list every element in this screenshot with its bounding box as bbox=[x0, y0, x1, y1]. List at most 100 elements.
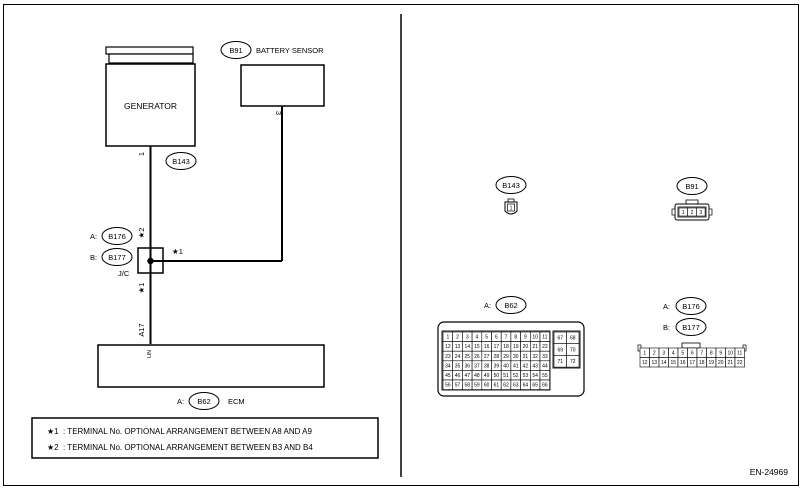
connector-b143-label: B143 bbox=[172, 157, 190, 166]
b176-pin-16: 16 bbox=[680, 360, 686, 366]
b62-pin-57: 57 bbox=[455, 383, 461, 389]
connector-b176-callout: A: B176 bbox=[90, 227, 133, 245]
b62-pin-33: 33 bbox=[542, 354, 548, 360]
b176-pin-3: 3 bbox=[662, 351, 665, 357]
b176-pin-18: 18 bbox=[699, 360, 705, 366]
b62-pin-13: 13 bbox=[455, 344, 461, 350]
b62-pin-29: 29 bbox=[503, 354, 509, 360]
connector-b177-callout: B: B177 bbox=[90, 248, 133, 266]
b62-pin-18: 18 bbox=[503, 344, 509, 350]
b62-pin-72: 72 bbox=[570, 359, 576, 365]
jc-side-note-mark: ★1 bbox=[172, 247, 183, 256]
b176-pin-21: 21 bbox=[727, 360, 733, 366]
b62-pin-9: 9 bbox=[524, 335, 527, 341]
b176-pin-22: 22 bbox=[737, 360, 743, 366]
b62-pin-50: 50 bbox=[494, 373, 500, 379]
b176-pin-22-cell bbox=[734, 357, 745, 368]
connector-b143-callout: B143 bbox=[165, 152, 197, 170]
b62-pin-24: 24 bbox=[455, 354, 461, 360]
b62-pin-16: 16 bbox=[484, 344, 490, 350]
b62-pin-62: 62 bbox=[503, 383, 509, 389]
sensor-pin-label: 3 bbox=[274, 111, 283, 115]
ecm-pin-label: A17 bbox=[137, 323, 146, 336]
b62-pin-12: 12 bbox=[445, 344, 451, 350]
b62-pin-53: 53 bbox=[523, 373, 529, 379]
b62-pin-60: 60 bbox=[484, 383, 490, 389]
b62-pin-61: 61 bbox=[494, 383, 500, 389]
wires bbox=[149, 106, 283, 344]
ecm-label: ECM bbox=[228, 397, 245, 406]
b62-pin-41: 41 bbox=[513, 363, 519, 369]
b62-pin-68: 68 bbox=[570, 336, 576, 342]
connector-b143-view: B143 1 bbox=[495, 176, 527, 215]
jc-upper-note-mark: ★2 bbox=[137, 228, 146, 239]
b62-main-frame bbox=[441, 330, 551, 391]
b62-pin-23: 23 bbox=[445, 354, 451, 360]
b62-pin-35: 35 bbox=[455, 363, 461, 369]
b62-pin-59: 59 bbox=[474, 383, 480, 389]
connector-b177-label: B177 bbox=[108, 253, 126, 262]
b176-pin-17: 17 bbox=[689, 360, 695, 366]
connector-b176-label: B176 bbox=[108, 232, 126, 241]
note-1-text: : TERMINAL No. OPTIONAL ARRANGEMENT BETW… bbox=[63, 427, 313, 436]
b62-pin-7: 7 bbox=[505, 335, 508, 341]
b176-pin-8: 8 bbox=[710, 351, 713, 357]
b176-pin-10: 10 bbox=[727, 351, 733, 357]
b62-pin-15: 15 bbox=[474, 344, 480, 350]
b62-pin-21: 21 bbox=[532, 344, 538, 350]
b62-pin-48: 48 bbox=[474, 373, 480, 379]
b62-pin-19: 19 bbox=[513, 344, 519, 350]
b62-pin-36: 36 bbox=[464, 363, 470, 369]
b91-view-label: B91 bbox=[685, 182, 698, 191]
generator-pin-label: 1 bbox=[137, 152, 146, 156]
b62-pin-63: 63 bbox=[513, 383, 519, 389]
b62-pin-2: 2 bbox=[456, 335, 459, 341]
b176-pin-19: 19 bbox=[708, 360, 714, 366]
b62-pin-55: 55 bbox=[542, 373, 548, 379]
notes-box: ★1 : TERMINAL No. OPTIONAL ARRANGEMENT B… bbox=[31, 417, 379, 459]
b62-pin-25: 25 bbox=[464, 354, 470, 360]
b62-pin-72-cell bbox=[566, 355, 580, 368]
b62-pin-27: 27 bbox=[484, 354, 490, 360]
b91-pin-2: 2 bbox=[691, 210, 694, 216]
b62-pin-45: 45 bbox=[445, 373, 451, 379]
b62-pin-49: 49 bbox=[484, 373, 490, 379]
b62-pin-34: 34 bbox=[445, 363, 451, 369]
b62-pin-11: 11 bbox=[542, 335, 547, 341]
b62-pin-4: 4 bbox=[476, 335, 479, 341]
b62-pin-54: 54 bbox=[532, 373, 538, 379]
junction-connector: J/C bbox=[118, 247, 164, 278]
b62-view-prefix: A: bbox=[484, 301, 491, 310]
b62-view-label: B62 bbox=[504, 301, 517, 310]
b176-pin-14: 14 bbox=[661, 360, 667, 366]
figure-id: EN-24969 bbox=[750, 467, 789, 477]
b143-view-label: B143 bbox=[502, 181, 520, 190]
prefix-a-b176: A: bbox=[90, 232, 97, 241]
b62-pin-71: 71 bbox=[557, 359, 563, 365]
b176-pin-9: 9 bbox=[719, 351, 722, 357]
b177-view-label: B177 bbox=[682, 323, 700, 332]
b91-pin-3: 3 bbox=[699, 210, 702, 216]
b62-pin-14: 14 bbox=[464, 344, 470, 350]
b91-pin-3-cell bbox=[696, 207, 706, 217]
b62-pin-69: 69 bbox=[557, 347, 563, 353]
b62-pin-20: 20 bbox=[523, 344, 529, 350]
b62-pin-17: 17 bbox=[494, 344, 500, 350]
b176-pin-5: 5 bbox=[681, 351, 684, 357]
b176-pin-15: 15 bbox=[670, 360, 676, 366]
b62-pin-5: 5 bbox=[485, 335, 488, 341]
note-1-mark: ★1 bbox=[47, 427, 59, 436]
note-2-text: : TERMINAL No. OPTIONAL ARRANGEMENT BETW… bbox=[63, 443, 313, 452]
b176-pin-13: 13 bbox=[651, 360, 657, 366]
generator-label: GENERATOR bbox=[124, 101, 177, 111]
b91-pin-1: 1 bbox=[682, 210, 685, 216]
b62-pin-52: 52 bbox=[513, 373, 519, 379]
b176-pin-20: 20 bbox=[718, 360, 724, 366]
battery-sensor-label: BATTERY SENSOR bbox=[256, 46, 324, 55]
b62-pin-51: 51 bbox=[503, 373, 509, 379]
b62-pin-58: 58 bbox=[464, 383, 470, 389]
